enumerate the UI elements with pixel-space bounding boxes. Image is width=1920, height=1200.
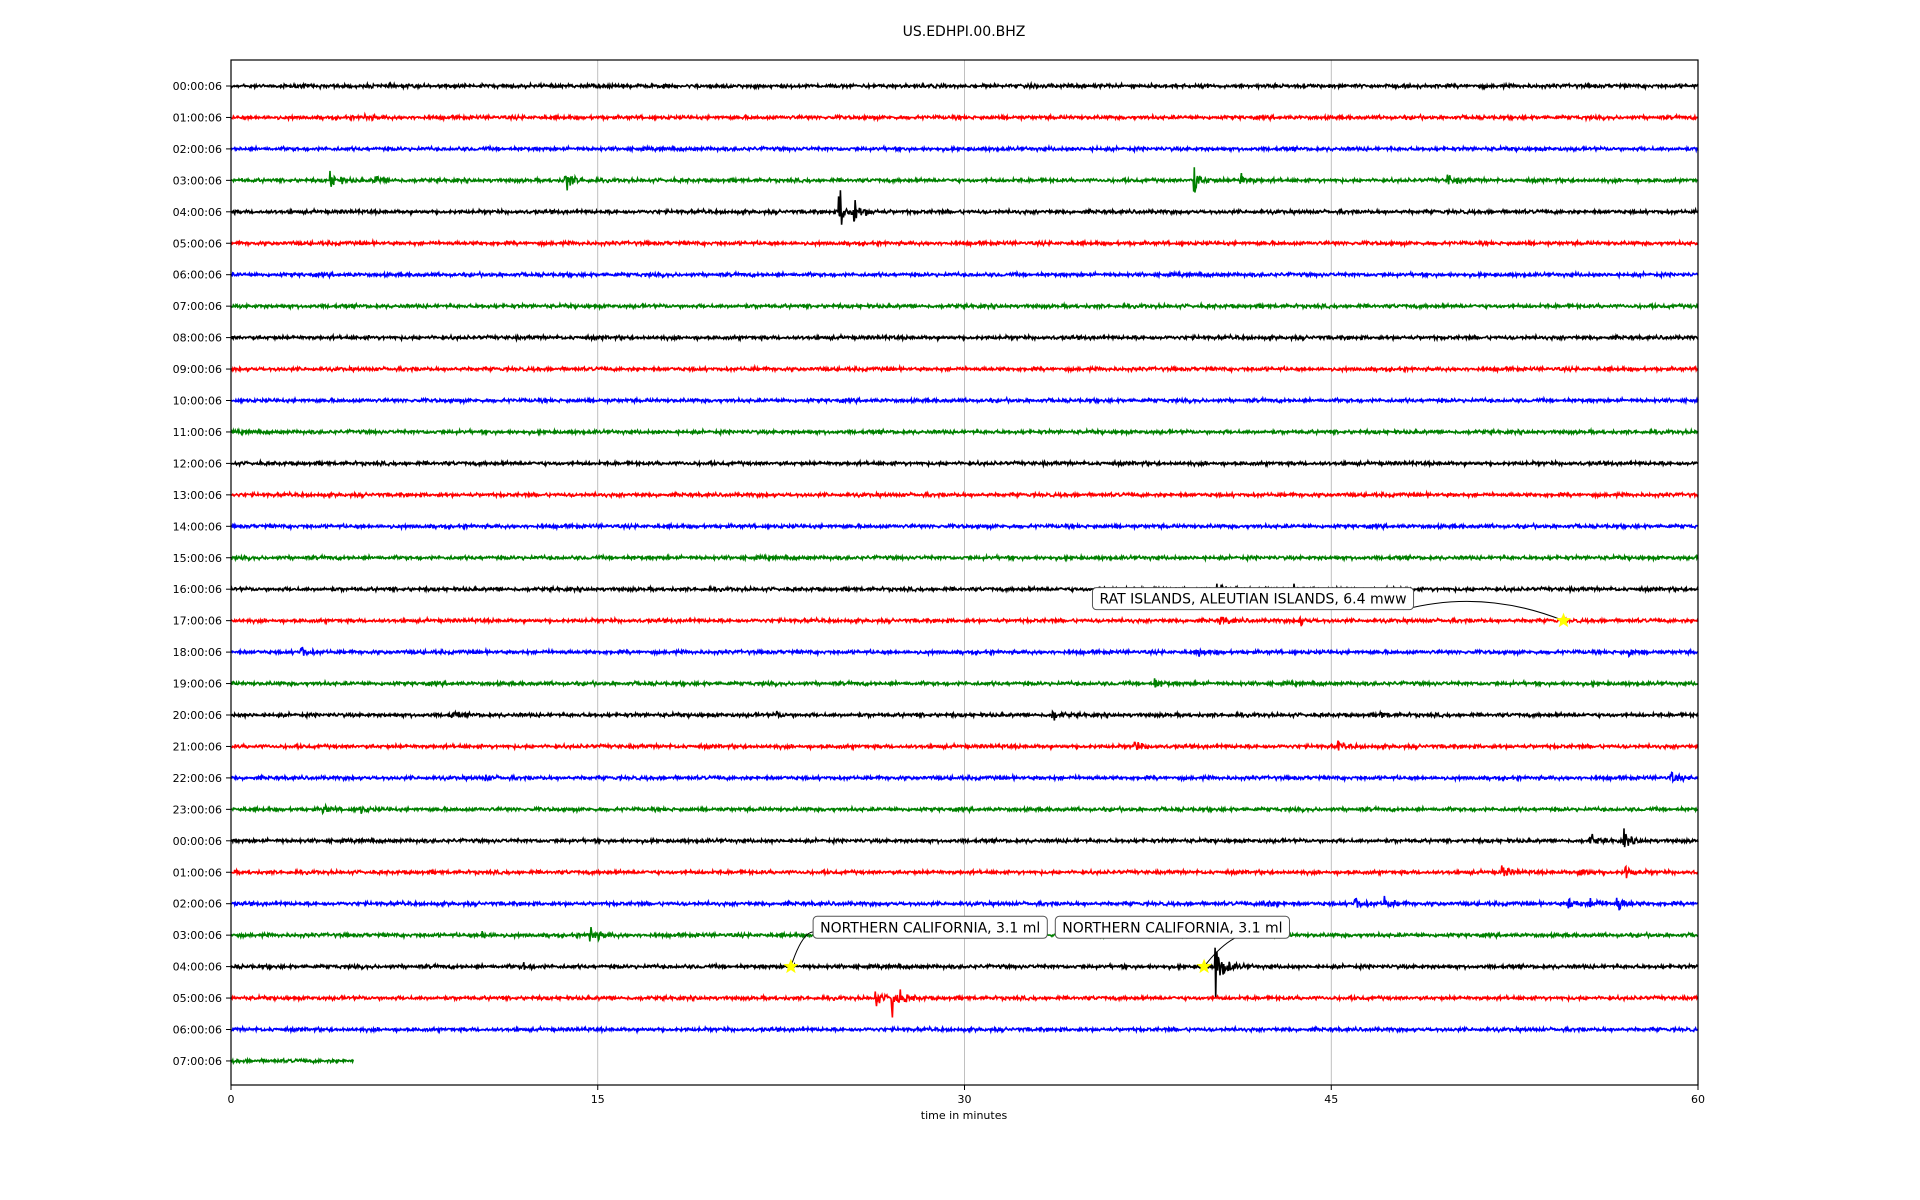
trace-row-1 [230, 111, 1699, 123]
trace-row-14 [230, 521, 1699, 532]
event-star-icon [783, 958, 799, 974]
y-tick-label: 08:00:06 [173, 332, 222, 345]
trace-row-25 [230, 864, 1699, 879]
trace-row-2 [230, 143, 1699, 155]
trace-row-20 [230, 709, 1699, 721]
trace-row-7 [230, 301, 1699, 312]
y-tick-label: 13:00:06 [173, 489, 222, 502]
trace-row-11 [230, 426, 1699, 438]
trace-row-21 [230, 740, 1699, 752]
trace-row-18 [230, 646, 1699, 659]
x-axis: 0 15 30 45 60 [228, 1085, 1705, 1106]
y-tick-label: 02:00:06 [173, 143, 222, 156]
y-tick-label: 02:00:06 [173, 898, 222, 911]
y-tick-label: 09:00:06 [173, 363, 222, 376]
y-tick-label: 15:00:06 [173, 552, 222, 565]
traces [230, 80, 1699, 1065]
y-tick-label: 07:00:06 [173, 300, 222, 313]
y-tick-label: 23:00:06 [173, 803, 222, 816]
event-star-icon [1196, 958, 1212, 974]
grid [597, 60, 1332, 1085]
annotations: RAT ISLANDS, ALEUTIAN ISLANDS, 6.4 mwwNO… [783, 587, 1572, 974]
y-tick-label: 19:00:06 [173, 678, 222, 691]
trace-row-31 [230, 1056, 355, 1065]
event-annotation: NORTHERN CALIFORNIA, 3.1 ml [783, 915, 1048, 974]
trace-row-16 [230, 583, 1699, 602]
trace-row-6 [230, 269, 1699, 280]
y-tick-label: 20:00:06 [173, 709, 222, 722]
trace-row-12 [230, 458, 1699, 469]
y-tick-label: 04:00:06 [173, 206, 222, 219]
annotation-label: NORTHERN CALIFORNIA, 3.1 ml [1062, 920, 1282, 936]
annotation-label: RAT ISLANDS, ALEUTIAN ISLANDS, 6.4 mww [1099, 592, 1406, 608]
trace-row-29 [230, 989, 1699, 1018]
x-tick-label: 15 [591, 1093, 605, 1106]
y-tick-label: 06:00:06 [173, 1024, 222, 1037]
y-tick-label: 00:00:06 [173, 835, 222, 848]
y-tick-label: 18:00:06 [173, 646, 222, 659]
y-tick-label: 22:00:06 [173, 772, 222, 785]
annotation-box [1054, 915, 1290, 939]
annotation-box [1091, 587, 1415, 611]
trace-row-9 [230, 363, 1699, 375]
y-tick-label: 11:00:06 [173, 426, 222, 439]
y-tick-label: 14:00:06 [173, 520, 222, 533]
annotation-label: NORTHERN CALIFORNIA, 3.1 ml [820, 920, 1040, 936]
y-tick-label: 12:00:06 [173, 457, 222, 470]
trace-row-23 [230, 802, 1699, 816]
trace-row-8 [230, 332, 1699, 343]
event-annotation: RAT ISLANDS, ALEUTIAN ISLANDS, 6.4 mww [1091, 587, 1572, 628]
y-tick-label: 01:00:06 [173, 111, 222, 124]
trace-row-0 [230, 80, 1699, 92]
y-tick-label: 04:00:06 [173, 961, 222, 974]
y-tick-label: 06:00:06 [173, 269, 222, 282]
y-tick-label: 01:00:06 [173, 866, 222, 879]
y-axis: 00:00:06 01:00:06 02:00:06 03:00:06 04:00:06… [173, 80, 231, 1068]
y-tick-label: 07:00:06 [173, 1055, 222, 1068]
y-tick-label: 10:00:06 [173, 395, 222, 408]
trace-row-24 [230, 828, 1699, 848]
trace-row-13 [230, 489, 1699, 500]
y-tick-label: 00:00:06 [173, 80, 222, 93]
trace-row-15 [230, 552, 1699, 563]
trace-row-28 [230, 947, 1699, 999]
x-tick-label: 60 [1691, 1093, 1705, 1106]
trace-row-19 [230, 678, 1699, 689]
annotation-arrow [1403, 600, 1564, 622]
y-tick-label: 03:00:06 [173, 929, 222, 942]
event-annotation: NORTHERN CALIFORNIA, 3.1 ml [1054, 915, 1290, 974]
trace-row-26 [230, 895, 1699, 911]
trace-row-4 [230, 190, 1699, 225]
chart-title: US.EDHPI.00.BHZ [903, 24, 1026, 40]
trace-row-22 [230, 771, 1699, 784]
annotation-box [812, 915, 1048, 939]
plot-frame [230, 59, 1699, 1086]
y-tick-label: 05:00:06 [173, 992, 222, 1005]
y-tick-label: 21:00:06 [173, 740, 222, 753]
trace-row-3 [230, 167, 1699, 193]
event-star-icon [1555, 612, 1572, 628]
x-tick-label: 30 [958, 1093, 972, 1106]
x-axis-label: time in minutes [921, 1109, 1008, 1122]
trace-row-30 [230, 1024, 1699, 1035]
y-tick-label: 03:00:06 [173, 174, 222, 187]
y-tick-label: 16:00:06 [173, 583, 222, 596]
x-tick-label: 45 [1324, 1093, 1338, 1106]
y-tick-label: 05:00:06 [173, 237, 222, 250]
y-tick-label: 17:00:06 [173, 615, 222, 628]
trace-row-5 [230, 237, 1699, 249]
trace-row-17 [230, 615, 1699, 627]
x-tick-label: 0 [228, 1093, 235, 1106]
trace-row-10 [230, 395, 1699, 406]
